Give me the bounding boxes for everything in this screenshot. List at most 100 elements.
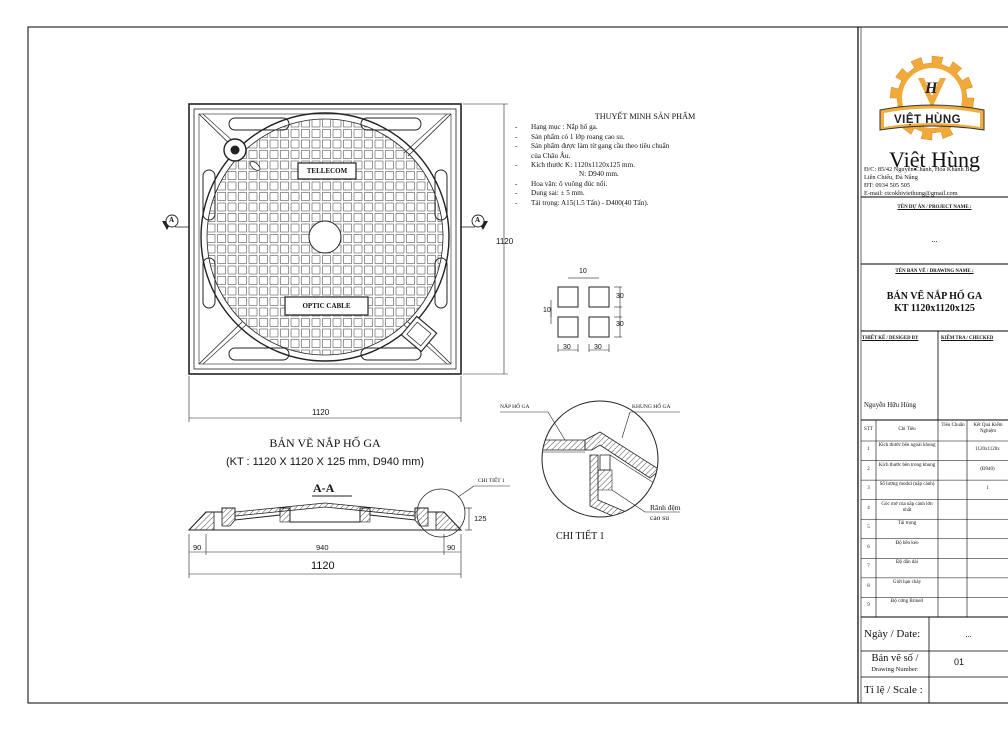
dim-height: 1120 [496,237,514,246]
pattern-cell [227,171,237,180]
pattern-cell [343,349,352,355]
pattern-cell [364,160,373,170]
pattern-cell [406,129,415,138]
pattern-cell [427,244,436,254]
table-cell-criteria: Độ dãn dài [896,560,918,566]
pattern-cell [395,119,405,128]
pattern-cell [217,192,226,201]
pattern-cell [290,202,300,212]
pattern-cell [217,119,226,128]
pattern-cell [301,192,310,201]
number-label: Bản vẽ số / [871,653,919,664]
pattern-cell [311,181,321,191]
logo-letter: H [925,80,938,97]
pattern-cell [385,119,394,128]
pattern-cell [332,202,342,212]
pattern-cell [427,255,436,264]
pattern-cell [238,349,247,355]
pattern-cell [343,139,352,149]
pattern-cell [427,202,436,212]
table-header-standard: Tiêu Chuẩn [941,423,965,428]
pattern-cell [290,276,300,285]
pattern-cell [217,223,226,233]
pattern-cell [290,192,300,201]
pattern-cell [217,202,226,212]
pattern-cell [395,265,405,275]
pattern-cell [364,139,373,149]
pattern-cell [290,181,300,191]
notes-heading: THUYẾT MINH SẢN PHẨM [594,112,696,121]
pattern-cell [374,202,384,212]
pattern-cell [259,318,268,327]
pattern-cell [290,339,300,348]
pattern-cell [395,213,405,222]
pattern-cell [248,150,258,159]
pattern-cell [322,255,331,264]
plan-view [162,103,508,422]
pattern-cell [385,223,394,233]
note-item: -Dung sai: ± 5 mm. [515,189,585,198]
pattern-cell [301,202,310,212]
designed-by-label: THIẾT KẾ / DESIGED BY [862,336,919,341]
pattern-cell [322,202,331,212]
table-header-result: Kết Quả Kiểm Nghiệm [973,423,1003,434]
pattern-cell [374,223,384,233]
pattern-cell [227,192,237,201]
product-notes: THUYẾT MINH SẢN PHẨM -Hạng mục : Nắp hố … [515,112,755,208]
pattern-cell [227,276,237,285]
pattern-cell [207,139,216,149]
pattern-cell [311,265,321,275]
pattern-cell [301,265,310,275]
pattern-cell [207,339,216,348]
dim-middle: 940 [316,543,329,552]
pattern-cell [248,297,258,306]
pattern-cell [227,244,237,254]
pattern-cell [322,213,331,222]
pattern-cell [311,339,321,348]
pattern-cell [437,339,443,348]
pattern-cell [427,349,436,355]
pattern-cell [322,276,331,285]
dim-right: 90 [447,543,456,552]
pattern-cell [269,265,279,275]
pattern-cell [311,318,321,327]
pattern-cell [207,307,216,317]
pattern-cell [207,150,216,159]
pattern-cell [301,286,310,296]
pattern-cell [269,223,279,233]
table-cell-criteria: Góc mở của nắp cánh lớn nhất [881,501,933,513]
pattern-cell [227,265,237,275]
pattern-cell [406,255,415,264]
pattern-cell [395,202,405,212]
drawing-name-2: KT 1120x1120x125 [894,303,975,314]
pattern-cell [406,150,415,159]
pattern-cell [290,265,300,275]
pattern-cell [311,255,321,264]
pattern-cell [353,181,363,191]
pattern-cell [248,307,258,317]
pattern-cell [269,234,279,243]
pattern-cell [437,129,443,138]
pattern-cell [217,213,226,222]
pattern-cell [353,223,363,233]
pattern-cell [385,318,394,327]
pattern-cell [416,192,426,201]
pattern-cell [238,276,247,285]
pattern-cell [374,255,384,264]
pattern-cell [332,276,342,285]
pattern-cell [248,119,258,128]
pattern-cell [217,244,226,254]
pattern-cell [395,192,405,201]
pattern-cell [353,202,363,212]
pattern-cell [207,244,216,254]
pattern-cell [248,171,258,180]
pattern-cell [374,234,384,243]
pattern-cell [406,265,415,275]
pattern-cell [385,297,394,306]
pattern-cell [238,171,247,180]
pattern-cell [280,150,289,159]
pattern-cell [248,181,258,191]
pattern-cell [427,234,436,243]
pattern-cell [353,150,363,159]
